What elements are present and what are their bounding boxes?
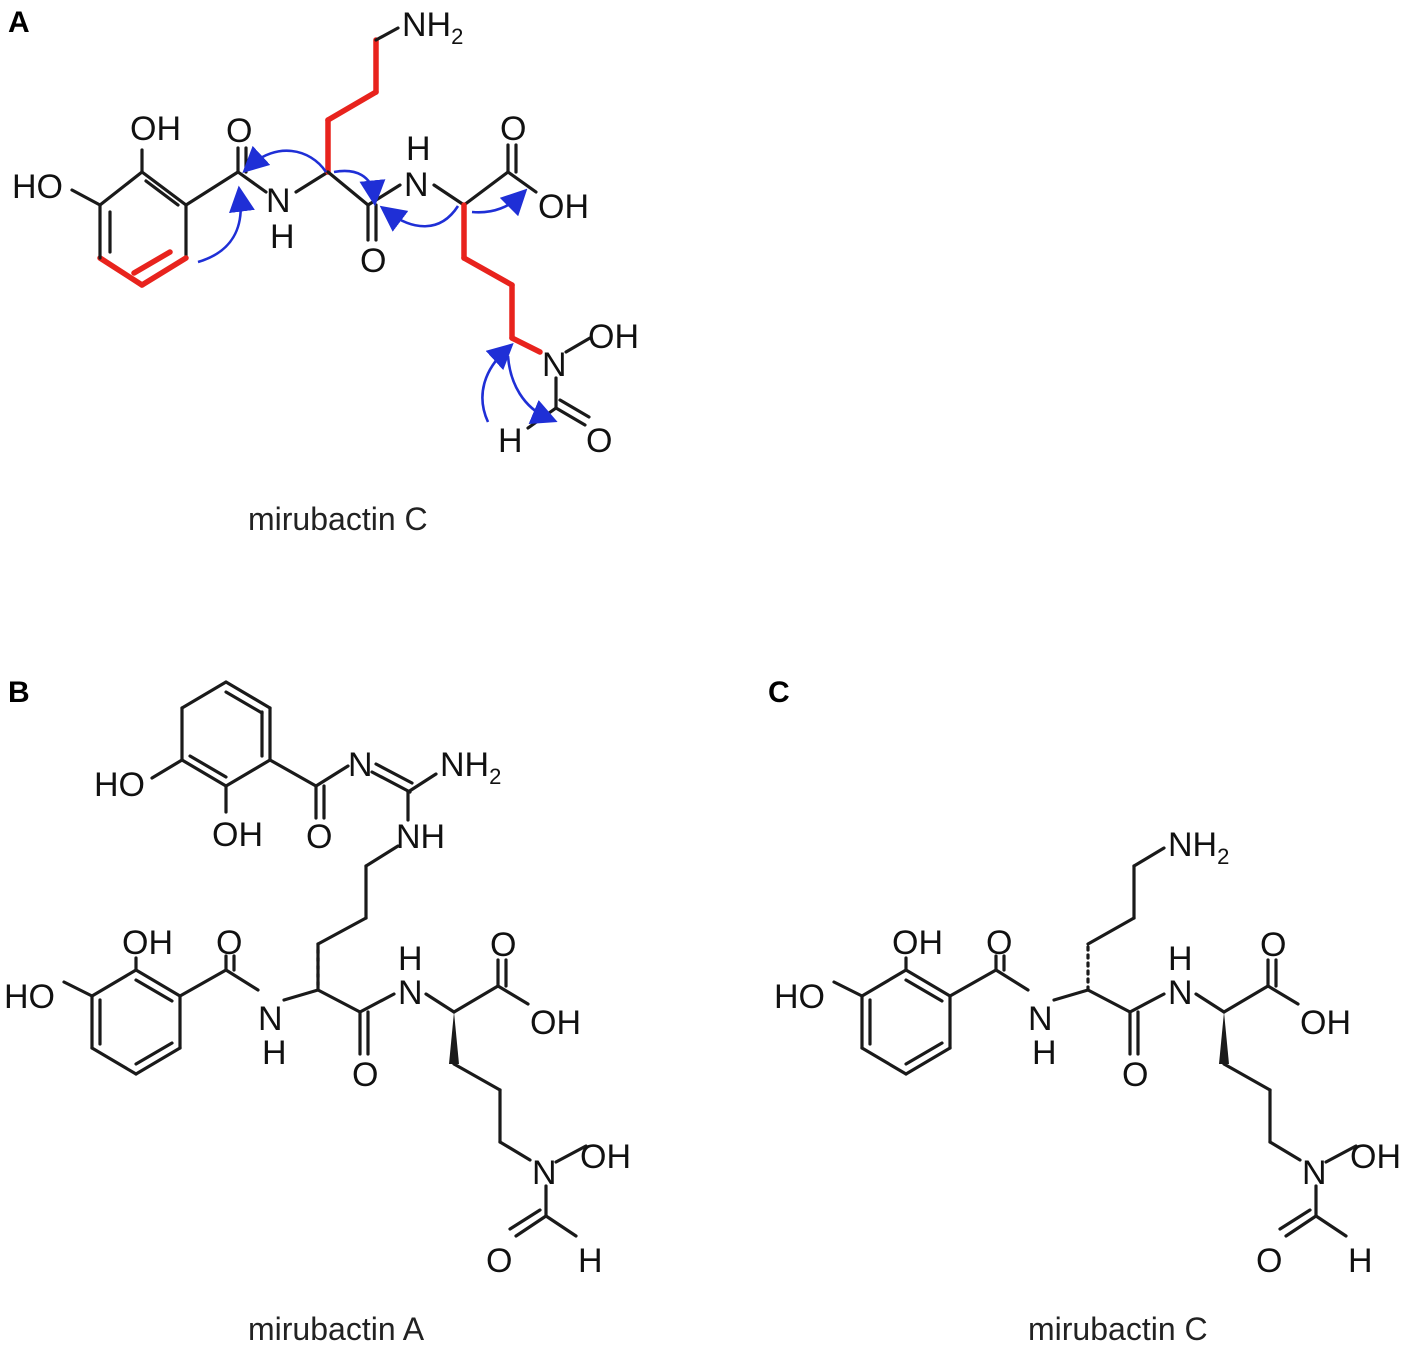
panel-c-ho-ring: HO (774, 978, 825, 1016)
panel-c: C (768, 676, 1401, 1347)
panel-b-h-formyl: H (578, 1242, 603, 1280)
panel-a-h-formyl: H (498, 422, 523, 460)
panel-a-caption: mirubactin C (248, 501, 428, 537)
panel-c-label: C (768, 676, 790, 709)
panel-c-n-amide2: N (1168, 974, 1193, 1012)
panel-a-o-formyl: O (586, 422, 612, 460)
panel-b-nh2: NH2 (440, 746, 501, 789)
panel-b-caption: mirubactin A (248, 1311, 425, 1347)
panel-a: A (8, 6, 639, 537)
panel-b-label: B (8, 676, 30, 709)
panel-a-oh-acid: OH (538, 188, 589, 226)
panel-c-benzene-ring (860, 968, 952, 1076)
panel-a-oh-hydroxy: OH (588, 318, 639, 356)
panel-a-oh-top: OH (130, 110, 181, 148)
panel-b-ho-ring: HO (4, 978, 55, 1016)
panel-c-o-acid: O (1260, 926, 1286, 964)
panel-c-o-amide2: O (1122, 1056, 1148, 1094)
panel-c-nh2: NH2 (1168, 826, 1229, 869)
panel-b-o-formyl: O (486, 1242, 512, 1280)
panel-a-nh2: NH2 (402, 6, 463, 49)
panel-a-ho-left: HO (12, 168, 63, 206)
panel-b-oh-acid: OH (530, 1004, 581, 1042)
panel-a-h-amide1: H (270, 218, 295, 256)
panel-a-hmbc-arrows (197, 145, 558, 424)
panel-a-o-amide1: O (226, 112, 252, 150)
panel-b: B (4, 676, 631, 1347)
panel-b-n-hydroxy: N (532, 1154, 557, 1192)
panel-b-bottom-benzene-ring (90, 968, 182, 1076)
panel-c-caption: mirubactin C (1028, 1311, 1208, 1347)
panel-b-top-benzene-ring (180, 680, 272, 788)
panel-b-ho-top: HO (94, 766, 145, 804)
panel-a-benzene-ring (97, 170, 189, 288)
panel-b-n-amide2: N (398, 974, 423, 1012)
panel-b-o-carbonyl-top: O (306, 818, 332, 856)
panel-c-o-formyl: O (1256, 1242, 1282, 1280)
panel-c-h-formyl: H (1348, 1242, 1373, 1280)
panel-b-h-amide2: H (398, 940, 423, 978)
panel-c-n-hydroxy: N (1302, 1154, 1327, 1192)
panel-b-n-amide1: N (258, 1000, 283, 1038)
panel-a-n-amide1: N (266, 182, 291, 220)
panel-c-oh-hydroxy: OH (1350, 1138, 1401, 1176)
panel-b-nh-guan: NH (396, 818, 445, 856)
panel-c-oh-acid: OH (1300, 1004, 1351, 1042)
panel-c-oh-ring: OH (892, 924, 943, 962)
panel-a-n-hydroxy: N (542, 346, 567, 384)
panel-b-o-acid: O (490, 926, 516, 964)
panel-c-h-amide1: H (1032, 1034, 1057, 1072)
panel-b-oh-hydroxy: OH (580, 1138, 631, 1176)
panel-a-o-amide2: O (360, 242, 386, 280)
panel-a-n-amide2: N (404, 166, 429, 204)
panel-b-o-amide2: O (352, 1056, 378, 1094)
panel-c-h-amide2: H (1168, 940, 1193, 978)
panel-b-n-guan: N (348, 746, 373, 784)
panel-b-h-amide1: H (262, 1034, 287, 1072)
panel-c-o-amide1: O (986, 924, 1012, 962)
panel-b-o-amide1: O (216, 924, 242, 962)
panel-b-oh-ring: OH (122, 924, 173, 962)
panel-a-h-amide2: H (406, 130, 431, 168)
panel-a-label: A (8, 6, 30, 39)
panel-c-n-amide1: N (1028, 1000, 1053, 1038)
panel-b-oh-top: OH (212, 816, 263, 854)
panel-a-o-acid: O (500, 110, 526, 148)
